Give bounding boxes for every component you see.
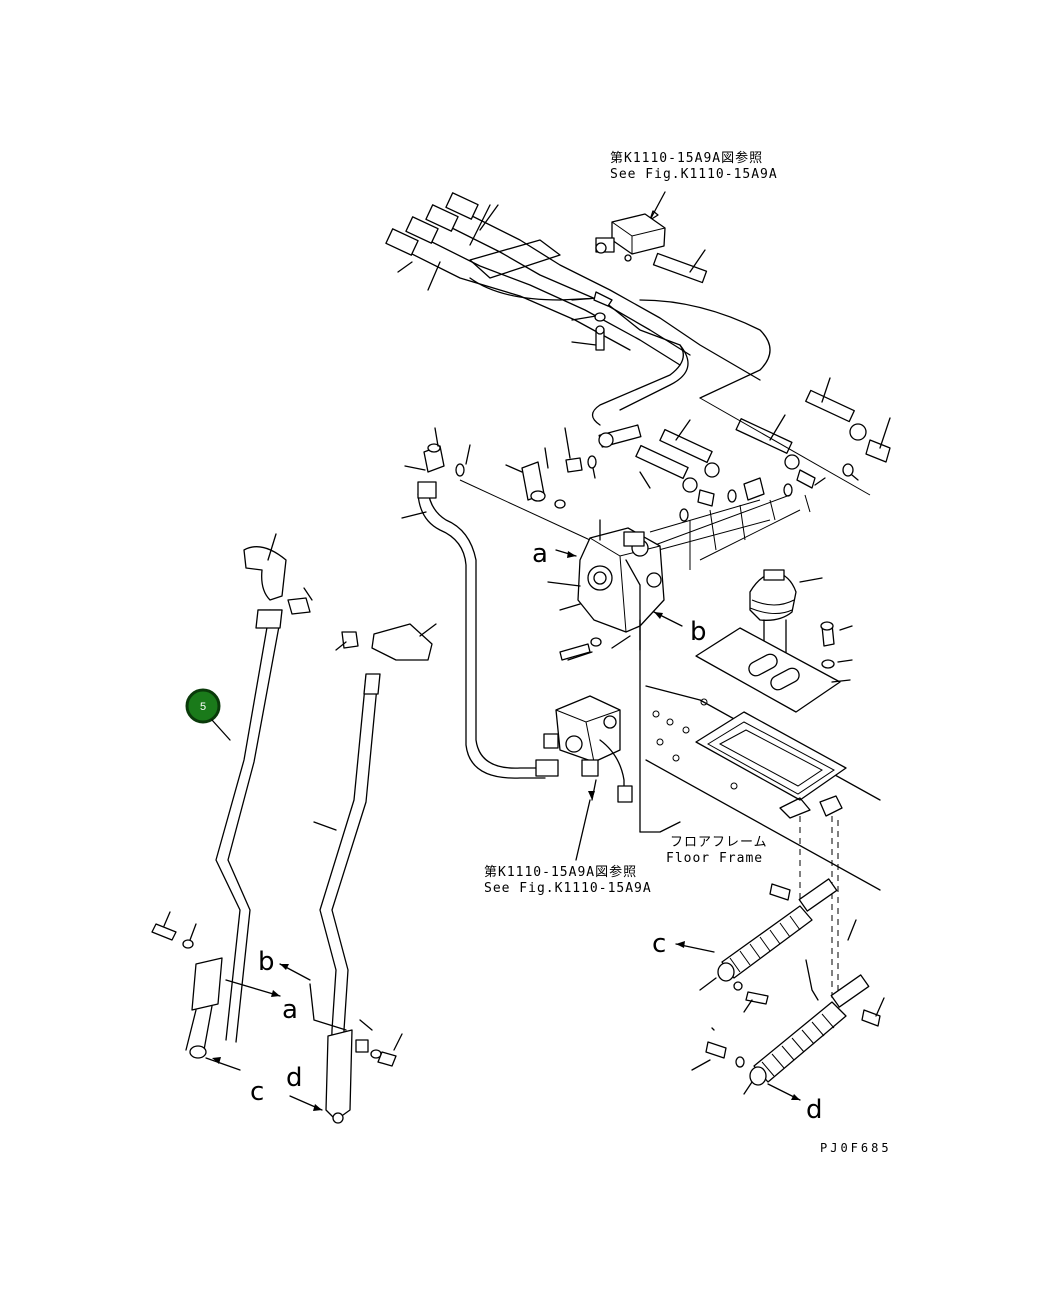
- bellows-lower: [691, 974, 885, 1095]
- left-elbows: [404, 427, 597, 509]
- bellows-upper: [699, 878, 857, 1013]
- connection-letter-b-lower: b: [258, 947, 275, 977]
- top-reference-label: 第K1110-15A9A図参照 See Fig.K1110-15A9A: [610, 150, 778, 182]
- solenoid-block: [595, 213, 666, 262]
- bottom-reference-en: See Fig.K1110-15A9A: [484, 881, 652, 896]
- pilot-valve: [547, 519, 665, 833]
- lower-valve: [543, 695, 633, 861]
- plate-bolts: [820, 621, 853, 669]
- floor-frame-en: Floor Frame: [666, 851, 763, 866]
- connection-letter-c-right: c: [652, 929, 666, 959]
- bottom-reference-label: 第K1110-15A9A図参照 See Fig.K1110-15A9A: [484, 864, 652, 896]
- connection-letter-a-lower: a: [282, 995, 298, 1025]
- connection-letter-c-left: c: [250, 1077, 264, 1107]
- connection-letter-b-upper: b: [690, 617, 707, 647]
- fittings-right: [598, 377, 891, 522]
- top-reference-en: See Fig.K1110-15A9A: [610, 167, 778, 182]
- leader-lines-valve: [459, 397, 871, 570]
- lever-plate: [695, 627, 851, 713]
- floor-frame: [639, 685, 881, 1010]
- lever-right: [309, 623, 437, 1124]
- bottom-reference-ja: 第K1110-15A9A図参照: [484, 864, 637, 880]
- connection-letter-d-left: d: [286, 1063, 303, 1093]
- floor-frame-ja: フロアフレーム: [670, 835, 768, 850]
- top-reference-ja: 第K1110-15A9A図参照: [610, 150, 763, 166]
- hose-bundle: [385, 192, 771, 426]
- lever-left: [151, 533, 313, 1059]
- connection-letter-a-upper: a: [532, 539, 548, 569]
- coiled-hose: [401, 481, 559, 779]
- bolts-center: [571, 291, 613, 351]
- callout-badge[interactable]: 5: [185, 688, 221, 724]
- callout-circle[interactable]: [185, 688, 221, 724]
- callout-number: 5: [200, 701, 206, 713]
- floor-frame-label: フロアフレーム Floor Frame: [666, 835, 768, 866]
- drawing-code: PJ0F685: [820, 1141, 892, 1155]
- connection-letter-d-right: d: [806, 1095, 823, 1125]
